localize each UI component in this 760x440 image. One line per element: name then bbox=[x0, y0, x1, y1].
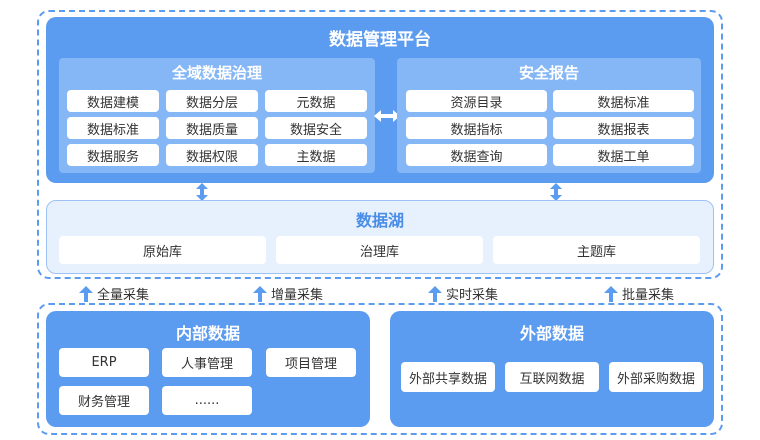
internal-item: 财务管理 bbox=[59, 386, 149, 415]
security-item: 数据工单 bbox=[553, 144, 694, 166]
top-dashed-container bbox=[37, 10, 723, 279]
governance-item: 数据质量 bbox=[166, 117, 258, 139]
flow-full: 全量采集 bbox=[79, 284, 149, 303]
internal-item: ERP bbox=[59, 348, 149, 377]
security-item: 数据报表 bbox=[553, 117, 694, 139]
flow-label: 实时采集 bbox=[446, 288, 499, 303]
internal-data-panel: 内部数据 ERP 人事管理 项目管理 财务管理 ...... bbox=[46, 311, 370, 427]
platform-title: 数据管理平台 bbox=[329, 30, 431, 50]
flow-incremental: 增量采集 bbox=[253, 284, 323, 303]
bidirectional-arrow-icon bbox=[374, 110, 400, 122]
up-arrow-icon bbox=[79, 285, 93, 302]
security-item: 数据标准 bbox=[553, 90, 694, 112]
up-arrow-icon bbox=[428, 285, 442, 302]
data-lake-title: 数据湖 bbox=[355, 211, 404, 230]
governance-item: 元数据 bbox=[265, 90, 367, 112]
security-item: 资源目录 bbox=[406, 90, 547, 112]
governance-item: 数据服务 bbox=[67, 144, 159, 166]
lake-item: 主题库 bbox=[493, 236, 700, 264]
external-item: 外部采购数据 bbox=[609, 362, 703, 392]
up-arrow-icon bbox=[604, 285, 618, 302]
lake-item: 原始库 bbox=[59, 236, 266, 264]
governance-panel: 全域数据治理 数据建模 数据分层 元数据 数据标准 数据质量 数据安全 数据服务… bbox=[59, 58, 375, 173]
lake-item: 治理库 bbox=[276, 236, 483, 264]
governance-item: 数据权限 bbox=[166, 144, 258, 166]
internal-item: 项目管理 bbox=[266, 348, 356, 377]
platform-panel: 数据管理平台 全域数据治理 数据建模 数据分层 元数据 数据标准 数据质量 数据… bbox=[46, 17, 714, 183]
up-down-arrow-icon bbox=[550, 183, 562, 201]
up-arrow-icon bbox=[253, 285, 267, 302]
security-item: 数据查询 bbox=[406, 144, 547, 166]
external-data-title: 外部数据 bbox=[519, 324, 584, 343]
security-item: 数据指标 bbox=[406, 117, 547, 139]
governance-item: 数据标准 bbox=[67, 117, 159, 139]
internal-data-title: 内部数据 bbox=[175, 324, 240, 343]
up-down-arrow-icon bbox=[196, 183, 208, 201]
external-data-panel: 外部数据 外部共享数据 互联网数据 外部采购数据 bbox=[390, 311, 714, 427]
internal-item: ...... bbox=[162, 386, 252, 415]
flow-label: 全量采集 bbox=[97, 288, 150, 303]
flow-label: 批量采集 bbox=[622, 288, 675, 303]
bottom-dashed-container bbox=[37, 303, 723, 435]
governance-item: 主数据 bbox=[265, 144, 367, 166]
security-title: 安全报告 bbox=[518, 64, 579, 82]
data-lake-panel: 数据湖 原始库 治理库 主题库 bbox=[46, 200, 714, 274]
governance-title: 全域数据治理 bbox=[171, 64, 262, 82]
governance-item: 数据安全 bbox=[265, 117, 367, 139]
flow-label: 增量采集 bbox=[271, 288, 324, 303]
security-panel: 安全报告 资源目录 数据标准 数据指标 数据报表 数据查询 数据工单 bbox=[397, 58, 701, 173]
governance-item: 数据分层 bbox=[166, 90, 258, 112]
governance-item: 数据建模 bbox=[67, 90, 159, 112]
external-item: 外部共享数据 bbox=[401, 362, 495, 392]
flow-batch: 批量采集 bbox=[604, 284, 674, 303]
flow-realtime: 实时采集 bbox=[428, 284, 498, 303]
external-item: 互联网数据 bbox=[505, 362, 599, 392]
internal-item: 人事管理 bbox=[162, 348, 252, 377]
